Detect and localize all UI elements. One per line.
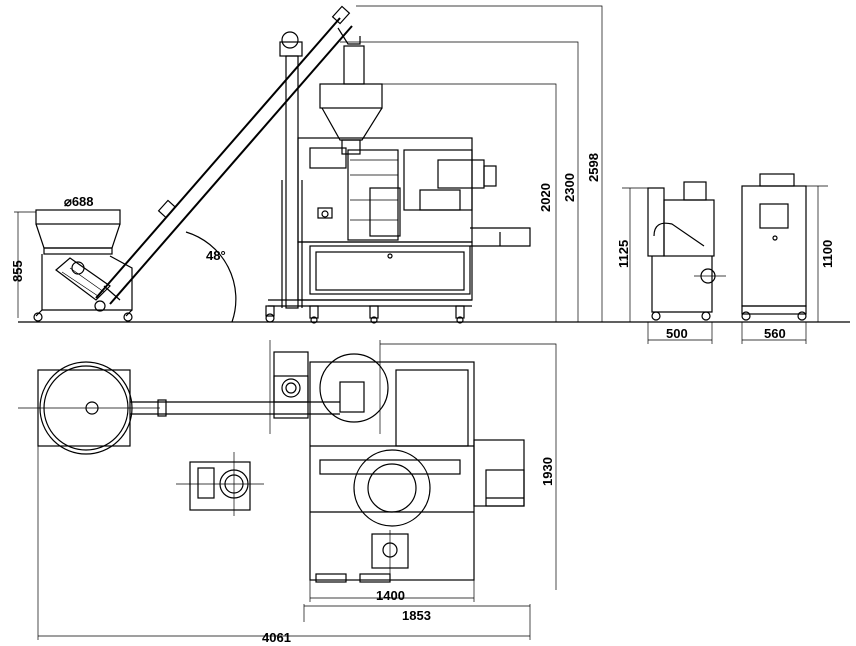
machine-plan — [309, 353, 525, 583]
feed-hopper — [33, 209, 133, 322]
dim-height-1100: 1100 — [820, 240, 835, 268]
dim-height-1125: 1125 — [616, 240, 631, 268]
dim-height-855: 855 — [10, 260, 25, 282]
side-unit-control — [741, 173, 828, 344]
dim-depth-1930: 1930 — [540, 457, 555, 486]
dim-width-500: 500 — [666, 326, 688, 341]
elevation-view — [14, 5, 850, 344]
dim-hopper-diameter: ⌀688 — [64, 194, 94, 209]
dim-total-4061: 4061 — [262, 630, 291, 645]
dim-height-2020: 2020 — [538, 183, 553, 212]
plan-view — [18, 340, 557, 640]
dim-width-1853: 1853 — [402, 608, 431, 623]
dim-height-2598: 2598 — [586, 153, 601, 182]
height-dimensions — [14, 5, 603, 322]
side-unit-small — [622, 181, 726, 344]
dim-angle: 48° — [206, 248, 226, 263]
plan-dimensions — [37, 343, 557, 640]
angle-arc — [185, 231, 237, 323]
screw-conveyor — [95, 5, 361, 309]
dim-width-1400: 1400 — [376, 588, 405, 603]
dim-height-2300: 2300 — [562, 173, 577, 202]
hopper-plan — [18, 361, 160, 455]
conveyor-plan — [130, 340, 381, 434]
side-unit-plan — [176, 452, 264, 516]
dim-width-560: 560 — [764, 326, 786, 341]
filling-machine — [265, 45, 531, 324]
